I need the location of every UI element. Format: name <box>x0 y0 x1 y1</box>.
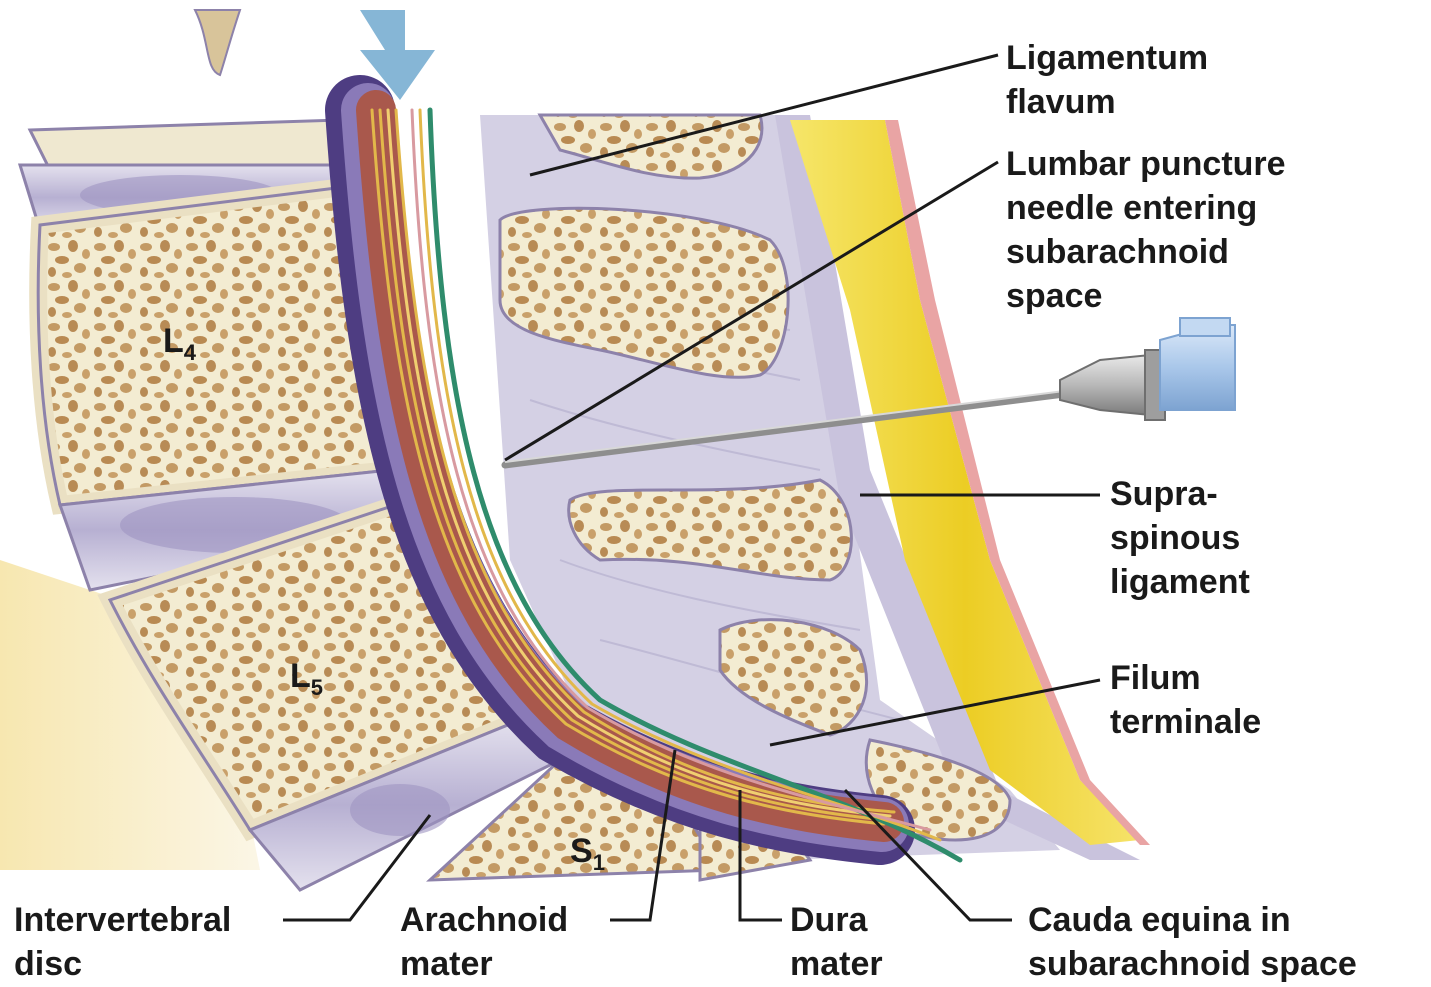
label-line: Dura <box>790 898 883 942</box>
label-filum-terminale: Filum terminale <box>1110 656 1261 744</box>
label-line: Filum <box>1110 656 1261 700</box>
label-line: ligament <box>1110 560 1250 604</box>
bone-fragment-top <box>195 10 240 75</box>
label-line: spinous <box>1110 516 1250 560</box>
label-arachnoid-mater: Arachnoid mater <box>400 898 568 986</box>
label-line: Arachnoid <box>400 898 568 942</box>
label-line: flavum <box>1006 80 1208 124</box>
l5-letter: L <box>290 657 311 695</box>
l4-subscript: 4 <box>184 340 196 365</box>
label-line: space <box>1006 274 1286 318</box>
label-line: mater <box>400 942 568 986</box>
vertebra-label-l5: L5 <box>290 657 323 701</box>
l5-subscript: 5 <box>311 675 323 700</box>
label-line: needle entering <box>1006 186 1286 230</box>
label-line: mater <box>790 942 883 986</box>
vertebra-label-l4: L4 <box>163 322 196 366</box>
label-dura-mater: Dura mater <box>790 898 883 986</box>
label-line: Cauda equina in <box>1028 898 1357 942</box>
label-ligamentum-flavum: Ligamentum flavum <box>1006 36 1208 124</box>
label-lumbar-puncture-needle: Lumbar puncture needle entering subarach… <box>1006 142 1286 318</box>
label-line: subarachnoid <box>1006 230 1286 274</box>
label-supraspinous-ligament: Supra- spinous ligament <box>1110 472 1250 604</box>
label-line: Lumbar puncture <box>1006 142 1286 186</box>
label-line: disc <box>14 942 231 986</box>
l4-letter: L <box>163 322 184 360</box>
s1-letter: S <box>570 832 593 870</box>
label-line: subarachnoid space <box>1028 942 1357 986</box>
vertebra-label-s1: S1 <box>570 832 605 876</box>
label-line: terminale <box>1110 700 1261 744</box>
label-line: Intervertebral <box>14 898 231 942</box>
s1-subscript: 1 <box>593 850 605 875</box>
label-cauda-equina: Cauda equina in subarachnoid space <box>1028 898 1357 986</box>
label-intervertebral-disc: Intervertebral disc <box>14 898 231 986</box>
label-line: Supra- <box>1110 472 1250 516</box>
label-line: Ligamentum <box>1006 36 1208 80</box>
